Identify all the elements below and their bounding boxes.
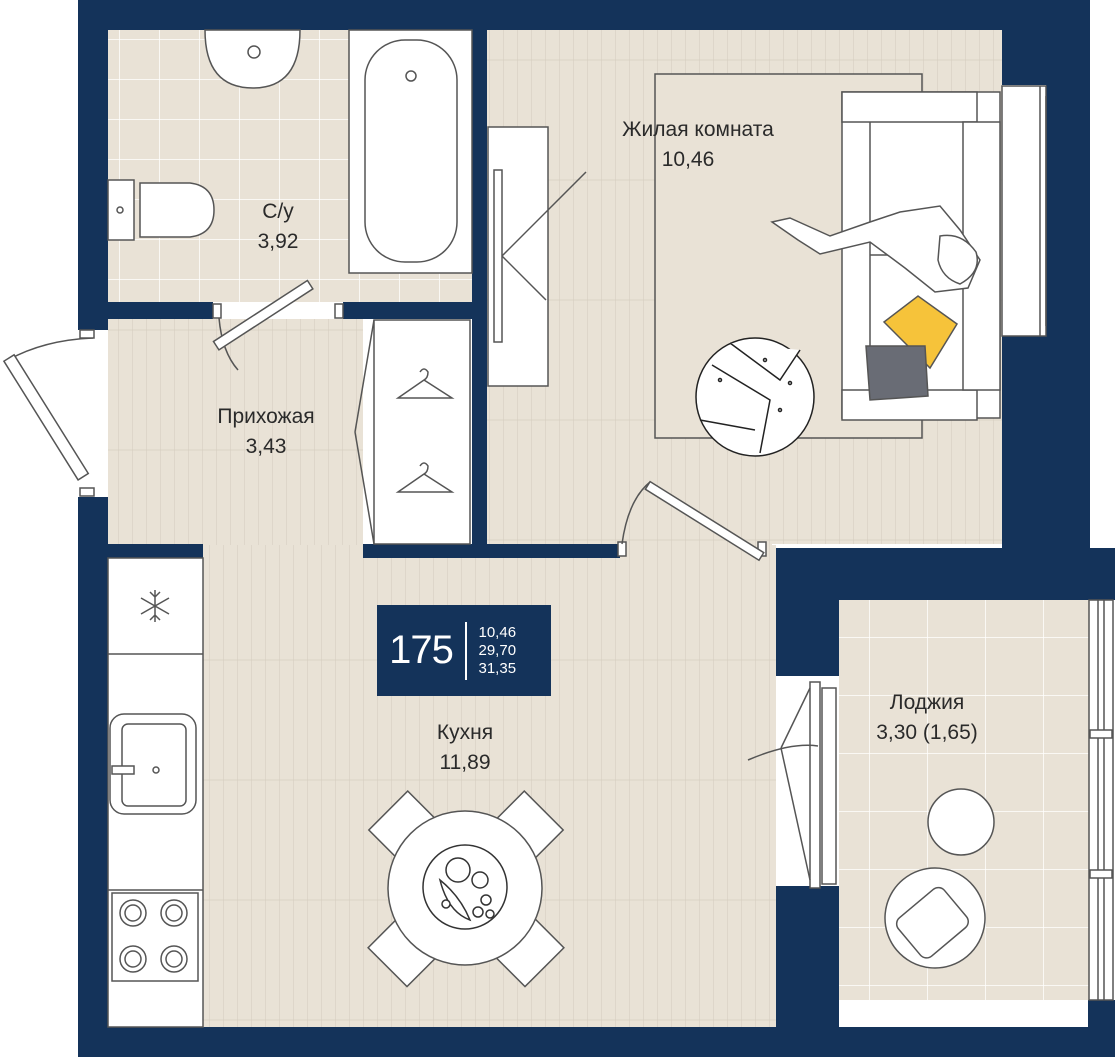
kitchen-name: Кухня — [436, 721, 494, 744]
entrance-door[interactable] — [2, 329, 108, 497]
loggia-window — [1088, 599, 1114, 1001]
apartment-badge: 175 10,46 29,70 31,35 — [377, 605, 551, 696]
kitchen-area: 11,89 — [439, 751, 491, 774]
sink-icon — [109, 713, 197, 815]
apartment-number: 175 — [389, 628, 454, 672]
hanger-icon — [395, 368, 455, 493]
snowflake-icon — [140, 590, 170, 622]
area-living: 10,46 — [478, 623, 517, 641]
label-loggia: Лоджия 3,30 (1,65) — [857, 688, 997, 748]
hallway-area: 3,43 — [245, 435, 287, 458]
label-kitchen: Кухня 11,89 — [405, 718, 525, 778]
living-room-area: 10,46 — [661, 148, 715, 171]
bathroom-name: С/у — [262, 200, 294, 223]
loggia-door[interactable] — [747, 676, 839, 889]
living-room-name: Жилая комната — [622, 118, 774, 141]
bathroom-area: 3,92 — [257, 230, 299, 253]
area-with-loggia: 31,35 — [478, 659, 517, 677]
plate-icon — [422, 844, 508, 930]
living-room-window — [1001, 85, 1047, 337]
washbasin-icon — [204, 29, 301, 89]
bathtub-icon — [348, 29, 473, 274]
armchair-icon — [884, 867, 986, 969]
apartment-areas: 10,46 29,70 31,35 — [479, 624, 517, 678]
wardrobe — [354, 319, 471, 545]
loggia-name: Лоджия — [889, 691, 965, 714]
interior-walls — [108, 30, 620, 558]
badge-divider — [465, 621, 467, 680]
label-bathroom: С/у 3,92 — [228, 197, 328, 257]
walls — [78, 0, 1115, 1057]
bathroom-door[interactable] — [212, 279, 344, 371]
area-total: 29,70 — [478, 641, 517, 659]
label-hallway: Прихожая 3,43 — [196, 402, 336, 462]
loggia-area: 3,30 (1,65) — [876, 721, 978, 744]
side-table — [927, 788, 995, 856]
label-living-room: Жилая комната 10,46 — [588, 115, 808, 175]
living-room-door[interactable] — [617, 480, 772, 562]
toilet-icon — [107, 179, 215, 241]
tv-unit — [487, 126, 587, 387]
coffee-table — [695, 337, 815, 457]
sofa-icon — [770, 91, 1001, 421]
hallway-name: Прихожая — [217, 405, 315, 428]
stove-icon — [111, 892, 199, 982]
